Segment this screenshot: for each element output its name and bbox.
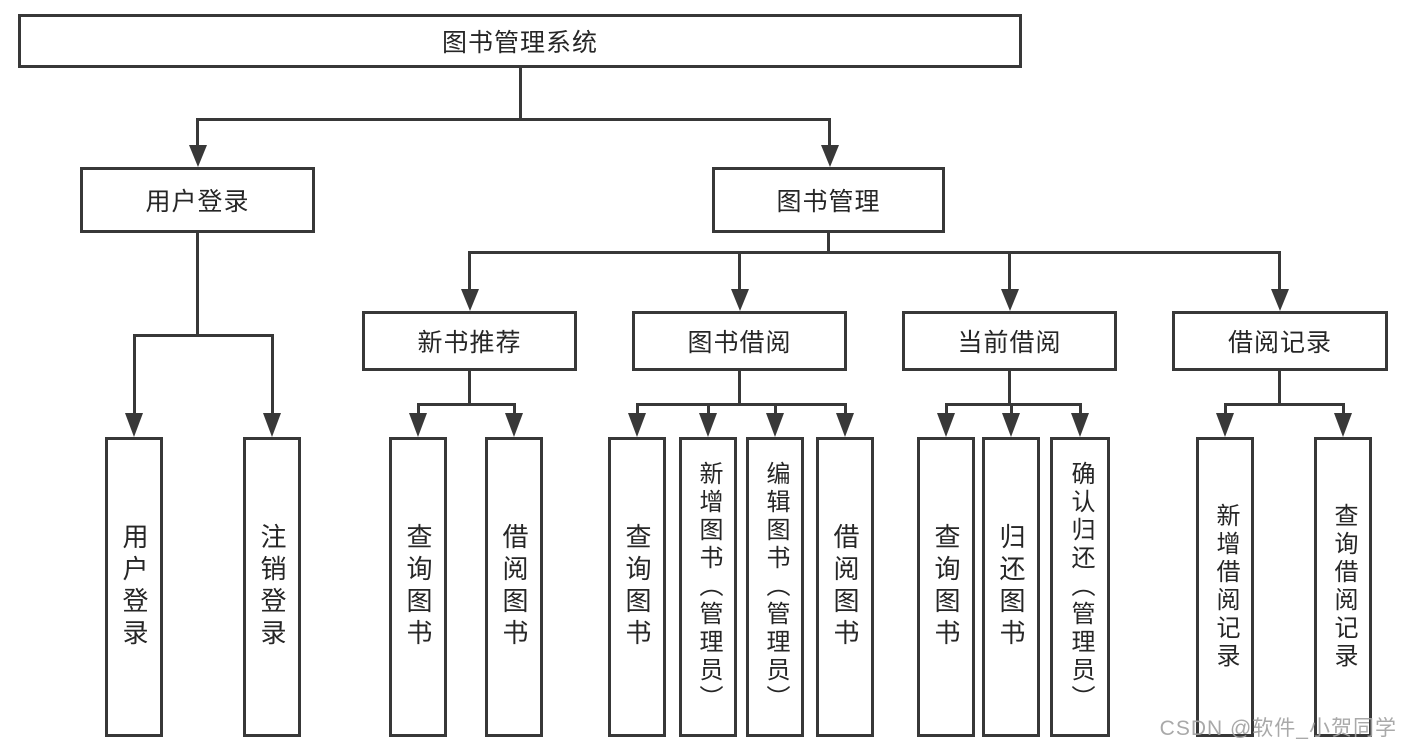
- leaf-borrow-edit-books-admin-label: 编辑图书（管理员）: [762, 461, 789, 713]
- edge-borrow-branch: [636, 403, 847, 406]
- leaf-recommend-query-books-label: 查询图书: [403, 523, 433, 651]
- node-borrow-records: 借阅记录: [1172, 311, 1388, 371]
- arrowhead-module2: [731, 289, 749, 311]
- arrowhead-borrow-leaf1: [628, 413, 646, 437]
- arrowhead-borrow-leaf4: [836, 413, 854, 437]
- arrowhead-borrow-leaf2: [699, 413, 717, 437]
- leaf-records-query-record-label: 查询借阅记录: [1330, 503, 1357, 671]
- edge-borrow-leaf1-stem: [636, 403, 639, 415]
- edge-records-leaf2-stem: [1342, 403, 1345, 415]
- edge-recommend-leaf1-stem: [417, 403, 420, 415]
- leaf-recommend-borrow-books-label: 借阅图书: [499, 523, 529, 651]
- leaf-records-add-record: 新增借阅记录: [1196, 437, 1254, 737]
- edge-root-stem: [519, 68, 522, 121]
- edge-records-leaf1-stem: [1224, 403, 1227, 415]
- leaf-borrow-add-books-admin: 新增图书（管理员）: [679, 437, 737, 737]
- leaf-current-confirm-return-admin-label: 确认归还（管理员）: [1067, 461, 1094, 713]
- leaf-current-return-books: 归还图书: [982, 437, 1040, 737]
- leaf-logout-label: 注销登录: [257, 523, 287, 651]
- edge-module2-stem: [738, 251, 741, 289]
- leaf-borrow-query-books-label: 查询图书: [622, 523, 652, 651]
- edge-recommend-stem: [468, 371, 471, 406]
- edge-modules-stem: [827, 233, 830, 254]
- node-book-management: 图书管理: [712, 167, 945, 233]
- node-borrow-records-label: 借阅记录: [1227, 329, 1332, 357]
- arrowhead-recommend-leaf2: [505, 413, 523, 437]
- leaf-borrow-edit-books-admin: 编辑图书（管理员）: [746, 437, 804, 737]
- edge-root-branch: [196, 118, 831, 121]
- edge-current-stem: [1008, 371, 1011, 406]
- arrowhead-module4: [1271, 289, 1289, 311]
- edge-current-leaf2-stem: [1010, 403, 1013, 415]
- leaf-user-login: 用户登录: [105, 437, 163, 737]
- arrowhead-login-leaf1: [125, 413, 143, 437]
- edge-login-leaf1-stem: [133, 334, 136, 415]
- arrowhead-current-leaf2: [1002, 413, 1020, 437]
- leaf-current-return-books-label: 归还图书: [996, 523, 1026, 651]
- arrowhead-current-leaf1: [937, 413, 955, 437]
- leaf-borrow-borrow-books: 借阅图书: [816, 437, 874, 737]
- csdn-watermark: CSDN @软件_小贺同学: [1159, 717, 1397, 740]
- edge-borrow-leaf2-stem: [707, 403, 710, 415]
- edge-current-branch: [945, 403, 1082, 406]
- node-root: 图书管理系统: [18, 14, 1022, 68]
- edge-module3-stem: [1008, 251, 1011, 289]
- arrowhead-userlogin: [189, 145, 207, 167]
- node-user-login-label: 用户登录: [145, 188, 250, 216]
- leaf-borrow-borrow-books-label: 借阅图书: [830, 523, 860, 651]
- edge-records-branch: [1224, 403, 1345, 406]
- arrowhead-bookmgmt: [821, 145, 839, 167]
- leaf-records-query-record: 查询借阅记录: [1314, 437, 1372, 737]
- edge-current-leaf1-stem: [945, 403, 948, 415]
- leaf-borrow-query-books: 查询图书: [608, 437, 666, 737]
- leaf-recommend-borrow-books: 借阅图书: [485, 437, 543, 737]
- arrowhead-records-leaf2: [1334, 413, 1352, 437]
- edge-login-leaf2-stem: [271, 334, 274, 415]
- arrowhead-current-leaf3: [1071, 413, 1089, 437]
- edge-borrow-leaf3-stem: [774, 403, 777, 415]
- node-book-borrow-label: 图书借阅: [687, 329, 792, 357]
- edge-current-leaf3-stem: [1079, 403, 1082, 415]
- edge-module1-stem: [468, 251, 471, 289]
- leaf-records-add-record-label: 新增借阅记录: [1212, 503, 1239, 671]
- node-user-login: 用户登录: [80, 167, 315, 233]
- arrowhead-module1: [461, 289, 479, 311]
- edge-userlogin-stem: [196, 118, 199, 145]
- leaf-recommend-query-books: 查询图书: [389, 437, 447, 737]
- arrowhead-records-leaf1: [1216, 413, 1234, 437]
- edge-module4-stem: [1278, 251, 1281, 289]
- node-current-borrow: 当前借阅: [902, 311, 1117, 371]
- arrowhead-login-leaf2: [263, 413, 281, 437]
- leaf-current-query-books-label: 查询图书: [931, 523, 961, 651]
- edge-borrow-stem: [738, 371, 741, 406]
- edge-bookmgmt-stem: [828, 118, 831, 145]
- node-new-book-recommend-label: 新书推荐: [417, 329, 522, 357]
- node-new-book-recommend: 新书推荐: [362, 311, 577, 371]
- edge-borrow-leaf4-stem: [844, 403, 847, 415]
- node-root-label: 图书管理系统: [441, 29, 598, 57]
- leaf-logout: 注销登录: [243, 437, 301, 737]
- arrowhead-borrow-leaf3: [766, 413, 784, 437]
- edge-modules-branch: [468, 251, 1281, 254]
- leaf-borrow-add-books-admin-label: 新增图书（管理员）: [695, 461, 722, 713]
- leaf-current-query-books: 查询图书: [917, 437, 975, 737]
- arrowhead-recommend-leaf1: [409, 413, 427, 437]
- leaf-current-confirm-return-admin: 确认归还（管理员）: [1050, 437, 1110, 737]
- edge-records-stem: [1278, 371, 1281, 406]
- edge-login-group-branch: [133, 334, 274, 337]
- edge-recommend-leaf2-stem: [513, 403, 516, 415]
- edge-login-group-stem: [196, 233, 199, 337]
- edge-recommend-branch: [417, 403, 516, 406]
- arrowhead-module3: [1001, 289, 1019, 311]
- node-current-borrow-label: 当前借阅: [957, 329, 1062, 357]
- node-book-borrow: 图书借阅: [632, 311, 847, 371]
- node-book-management-label: 图书管理: [776, 188, 881, 216]
- leaf-user-login-label: 用户登录: [119, 523, 149, 651]
